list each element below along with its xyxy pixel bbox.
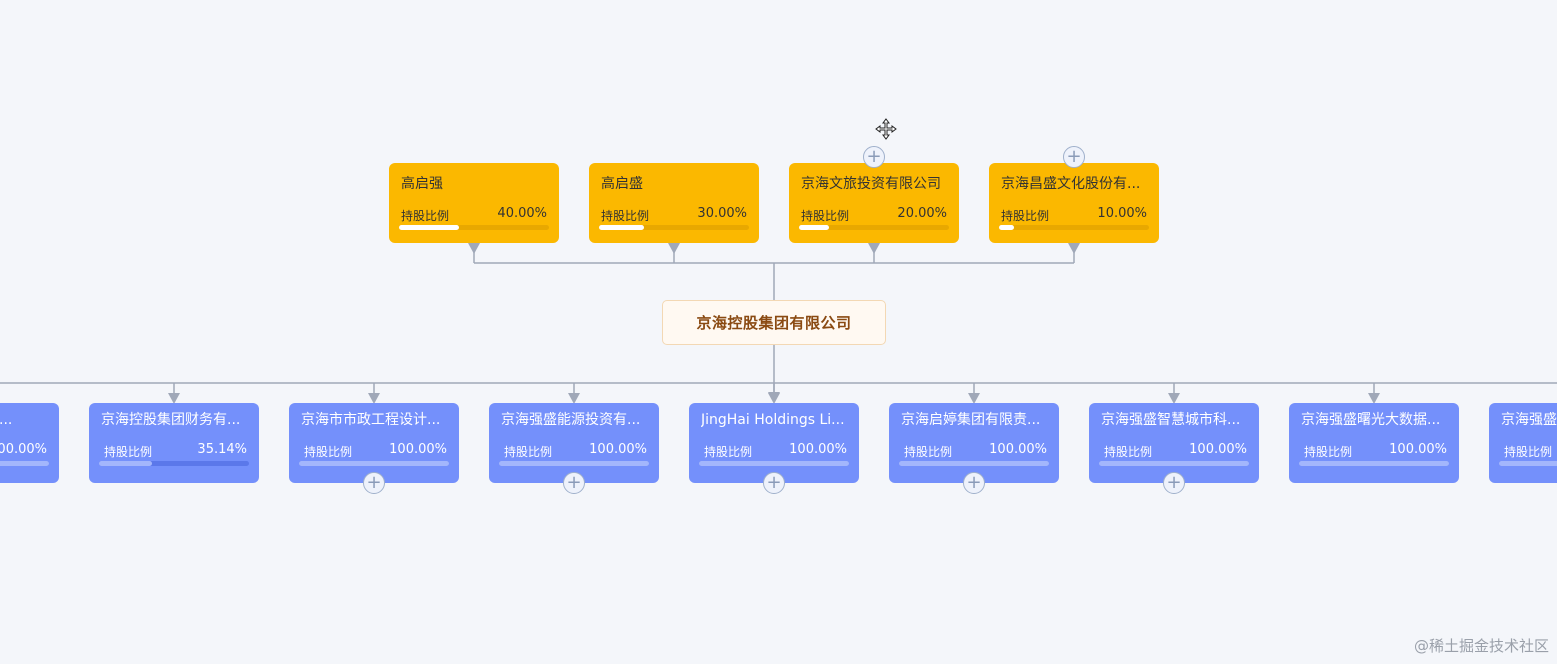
share-ratio-bar <box>1499 461 1557 466</box>
share-ratio-value: 100.00% <box>0 442 47 457</box>
watermark: @稀土掘金技术社区 <box>1413 637 1549 655</box>
subsidiary-card[interactable]: JingHai Holdings Li... 持股比例 100.00% <box>689 403 859 483</box>
share-ratio-bar <box>799 225 949 230</box>
subsidiary-name: 京海控股集团财务有... <box>101 412 241 428</box>
shareholder-name: 高启强 <box>401 176 443 192</box>
shareholder-card[interactable]: 京海昌盛文化股份有... 持股比例 10.00% <box>989 163 1159 243</box>
share-ratio-bar <box>499 461 649 466</box>
share-ratio-label: 持股比例 <box>801 209 850 223</box>
expand-plus-icon[interactable]: + <box>1063 146 1085 168</box>
subsidiary-card[interactable]: 京海强盛... 持股比例 <box>1489 403 1557 483</box>
share-ratio-bar <box>0 461 49 466</box>
subsidiary-card[interactable]: 京海强盛智慧城市科... 持股比例 100.00% <box>1089 403 1259 483</box>
subsidiary-arrow <box>768 392 780 403</box>
subsidiary-card[interactable]: 京海启婷集团有限责... 持股比例 100.00% <box>889 403 1059 483</box>
share-ratio-value: 100.00% <box>1389 442 1447 457</box>
share-ratio-label: 持股比例 <box>1504 445 1553 459</box>
share-ratio-value: 10.00% <box>1097 206 1147 221</box>
share-ratio-bar-fill <box>599 225 644 230</box>
expand-plus-icon[interactable]: + <box>963 472 985 494</box>
share-ratio-value: 100.00% <box>1189 442 1247 457</box>
share-ratio-bar <box>99 461 249 466</box>
share-ratio-label: 持股比例 <box>504 445 553 459</box>
expand-plus-icon[interactable]: + <box>363 472 385 494</box>
share-ratio-bar-fill <box>899 461 1049 466</box>
share-ratio-value: 100.00% <box>989 442 1047 457</box>
share-ratio-value: 35.14% <box>197 442 247 457</box>
root-company-node[interactable]: 京海控股集团有限公司 <box>662 300 886 345</box>
shareholder-arrow <box>868 243 880 254</box>
share-ratio-label: 持股比例 <box>904 445 953 459</box>
share-ratio-bar-fill <box>499 461 649 466</box>
share-ratio-bar-fill <box>1099 461 1249 466</box>
share-ratio-value: 100.00% <box>789 442 847 457</box>
root-company-name: 京海控股集团有限公司 <box>696 314 852 332</box>
share-ratio-value: 40.00% <box>497 206 547 221</box>
shareholder-arrow <box>468 243 480 254</box>
share-ratio-bar-fill <box>299 461 449 466</box>
subsidiary-name: 京海强盛智慧城市科... <box>1101 412 1241 428</box>
expand-plus-icon[interactable]: + <box>1163 472 1185 494</box>
subsidiary-name: 京海强盛能源投资有... <box>501 412 641 428</box>
share-ratio-value: 20.00% <box>897 206 947 221</box>
subsidiary-name: JingHai Holdings Li... <box>701 412 845 428</box>
share-ratio-label: 持股比例 <box>601 209 650 223</box>
share-ratio-value: 100.00% <box>389 442 447 457</box>
share-ratio-bar-fill <box>1299 461 1449 466</box>
share-ratio-bar <box>1099 461 1249 466</box>
share-ratio-bar-fill <box>99 461 152 466</box>
shareholder-name: 京海昌盛文化股份有... <box>1001 176 1141 192</box>
expand-plus-icon[interactable]: + <box>763 472 785 494</box>
share-ratio-bar <box>299 461 449 466</box>
subsidiary-name: 京海启婷集团有限责... <box>901 412 1041 428</box>
share-ratio-label: 持股比例 <box>401 209 450 223</box>
share-ratio-bar <box>599 225 749 230</box>
subsidiary-name: 京海强盛曙光大数据... <box>1301 412 1441 428</box>
shareholder-card[interactable]: 京海文旅投资有限公司持股比例 20.00% <box>789 163 959 243</box>
subsidiary-name: 京海强盛... <box>1501 412 1557 428</box>
subsidiary-card[interactable]: 京海市市政工程设计... 持股比例 100.00% <box>289 403 459 483</box>
share-ratio-bar <box>999 225 1149 230</box>
share-ratio-label: 持股比例 <box>1104 445 1153 459</box>
share-ratio-bar <box>1299 461 1449 466</box>
share-ratio-bar-fill <box>1499 461 1557 466</box>
shareholder-name: 京海文旅投资有限公司 <box>801 176 941 192</box>
share-ratio-value: 30.00% <box>697 206 747 221</box>
move-cursor-icon <box>875 118 897 140</box>
share-ratio-label: 持股比例 <box>104 445 153 459</box>
shareholder-card[interactable]: 高启盛持股比例 30.00% <box>589 163 759 243</box>
share-ratio-label: 持股比例 <box>1304 445 1353 459</box>
share-ratio-bar-fill <box>799 225 829 230</box>
expand-plus-icon[interactable]: + <box>563 472 585 494</box>
subsidiary-card[interactable]: 京海强盛能源投资有... 持股比例 100.00% <box>489 403 659 483</box>
shareholder-arrow <box>668 243 680 254</box>
share-ratio-value: 100.00% <box>589 442 647 457</box>
share-ratio-bar-fill <box>999 225 1014 230</box>
shareholder-name: 高启盛 <box>601 176 643 192</box>
share-ratio-bar-fill <box>399 225 459 230</box>
share-ratio-label: 持股比例 <box>1001 209 1050 223</box>
subsidiary-card[interactable]: 京海控股集团财务有... 持股比例 35.14% <box>89 403 259 483</box>
share-ratio-bar <box>399 225 549 230</box>
share-ratio-bar <box>699 461 849 466</box>
expand-plus-icon[interactable]: + <box>863 146 885 168</box>
share-ratio-bar-fill <box>699 461 849 466</box>
shareholder-arrow <box>1068 243 1080 254</box>
subsidiary-name: 京海控股发展集... <box>0 412 13 428</box>
share-ratio-bar <box>899 461 1049 466</box>
shareholder-card[interactable]: 高启强持股比例 40.00% <box>389 163 559 243</box>
subsidiary-card[interactable]: 京海强盛曙光大数据... 持股比例 100.00% <box>1289 403 1459 483</box>
share-ratio-label: 持股比例 <box>704 445 753 459</box>
share-ratio-bar-fill <box>0 461 49 466</box>
share-ratio-label: 持股比例 <box>304 445 353 459</box>
subsidiary-name: 京海市市政工程设计... <box>301 412 441 428</box>
